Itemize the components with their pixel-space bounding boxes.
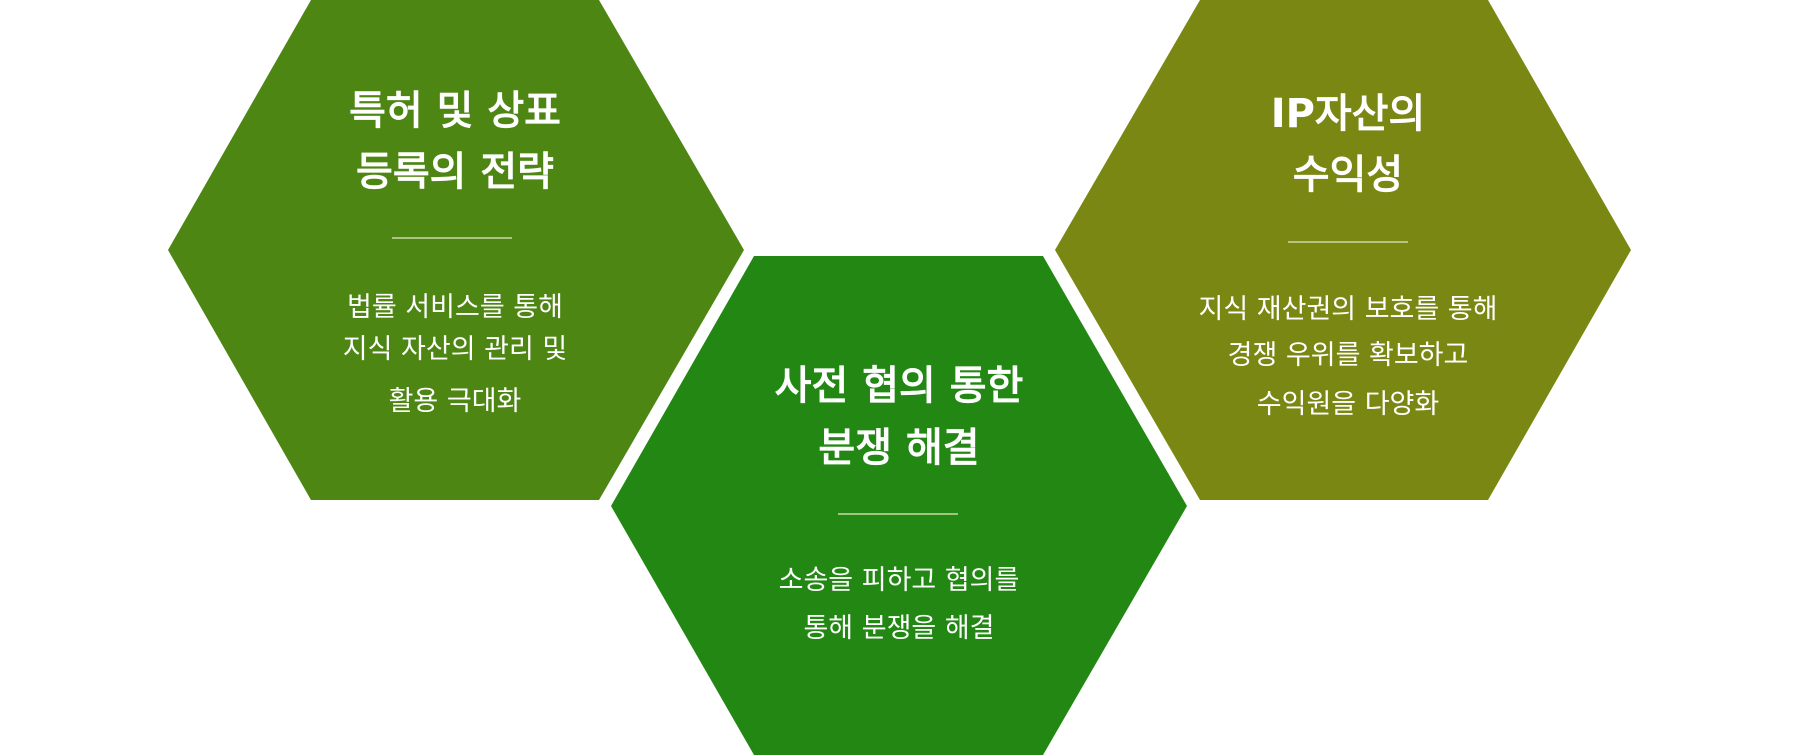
- hexagon-body: 활용 극대화: [389, 386, 522, 417]
- hexagon-patent-strategy: 특허 및 상표 등록의 전략 법률 서비스를 통해 지식 자산의 관리 및 활용…: [168, 0, 744, 500]
- hexagon-shape: [1055, 0, 1631, 500]
- hexagon-title: 분쟁 해결: [818, 425, 979, 471]
- hexagon-title: 등록의 전략: [356, 149, 554, 195]
- hexagon-body: 통해 분쟁을 해결: [803, 613, 994, 644]
- hexagon-body: 지식 자산의 관리 및: [343, 334, 567, 365]
- hexagon-body: 지식 재산권의 보호를 통해: [1199, 294, 1498, 325]
- hexagon-title: 사전 협의 통한: [775, 363, 1024, 409]
- hexagon-dispute-resolution: 사전 협의 통한 분쟁 해결 소송을 피하고 협의를 통해 분쟁을 해결: [611, 256, 1187, 755]
- hexagon-title: IP자산의: [1271, 91, 1426, 137]
- hexagon-body: 법률 서비스를 통해: [347, 292, 563, 323]
- hexagon-body: 소송을 피하고 협의를: [779, 565, 1020, 596]
- hexagon-body: 경쟁 우위를 확보하고: [1228, 340, 1469, 371]
- hexagon-ip-profitability: IP자산의 수익성 지식 재산권의 보호를 통해 경쟁 우위를 확보하고 수익원…: [1055, 0, 1631, 500]
- hexagon-shape: [168, 0, 744, 500]
- hexagon-title: 특허 및 상표: [349, 88, 561, 134]
- hexagon-title: 수익성: [1293, 152, 1403, 198]
- hexagon-shape: [611, 256, 1187, 755]
- hexagon-body: 수익원을 다양화: [1257, 389, 1439, 420]
